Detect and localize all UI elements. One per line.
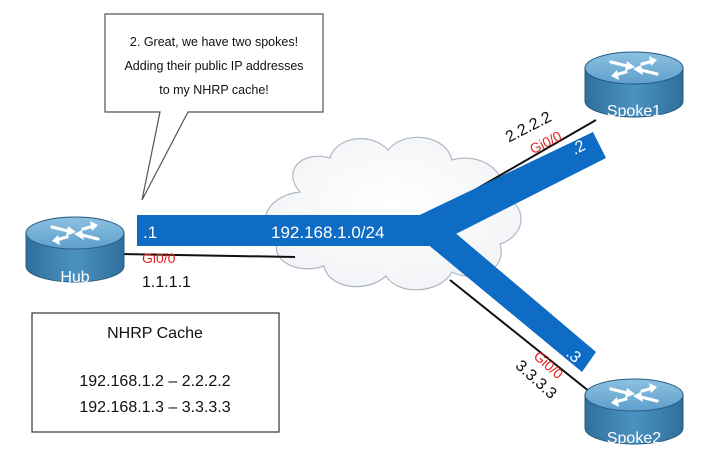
spoke2-router [584, 378, 684, 445]
callout-line-3: to my NHRP cache! [159, 83, 269, 97]
nhrp-cache-title: NHRP Cache [107, 325, 203, 342]
spoke1-router [584, 51, 684, 118]
tunnel-hub-segment [137, 215, 430, 246]
hub-router [25, 216, 125, 283]
callout-line-2: Adding their public IP addresses [124, 59, 303, 73]
hub-label: Hub [60, 269, 89, 286]
callout-line-1: 2. Great, we have two spokes! [130, 35, 298, 49]
tunnel-subnet-label: 192.168.1.0/24 [271, 223, 384, 242]
nhrp-cache-box: NHRP Cache 192.168.1.2 – 2.2.2.2 192.168… [31, 312, 280, 433]
router-arrows-icon [609, 383, 659, 407]
tunnel-spoke1-segment [405, 132, 606, 242]
hub-public-ip: 1.1.1.1 [142, 274, 191, 291]
spoke1-label: Spoke1 [607, 103, 661, 120]
router-arrows-icon [50, 221, 100, 245]
spoke2-underlay-link [449, 279, 591, 393]
callout-bubble: 2. Great, we have two spokes! Adding the… [104, 13, 324, 201]
hub-underlay-link [119, 253, 296, 258]
hub-tunnel-host-label: .1 [143, 223, 157, 242]
hub-interface-label: Gi0/0 [142, 250, 176, 266]
nhrp-cache-entry: 192.168.1.2 – 2.2.2.2 [79, 373, 230, 390]
nhrp-cache-entry: 192.168.1.3 – 3.3.3.3 [79, 399, 230, 416]
tunnel-spoke2-segment [420, 220, 596, 372]
spoke2-label: Spoke2 [607, 430, 661, 447]
router-arrows-icon [609, 56, 659, 80]
tunnel-overlay [137, 132, 606, 372]
